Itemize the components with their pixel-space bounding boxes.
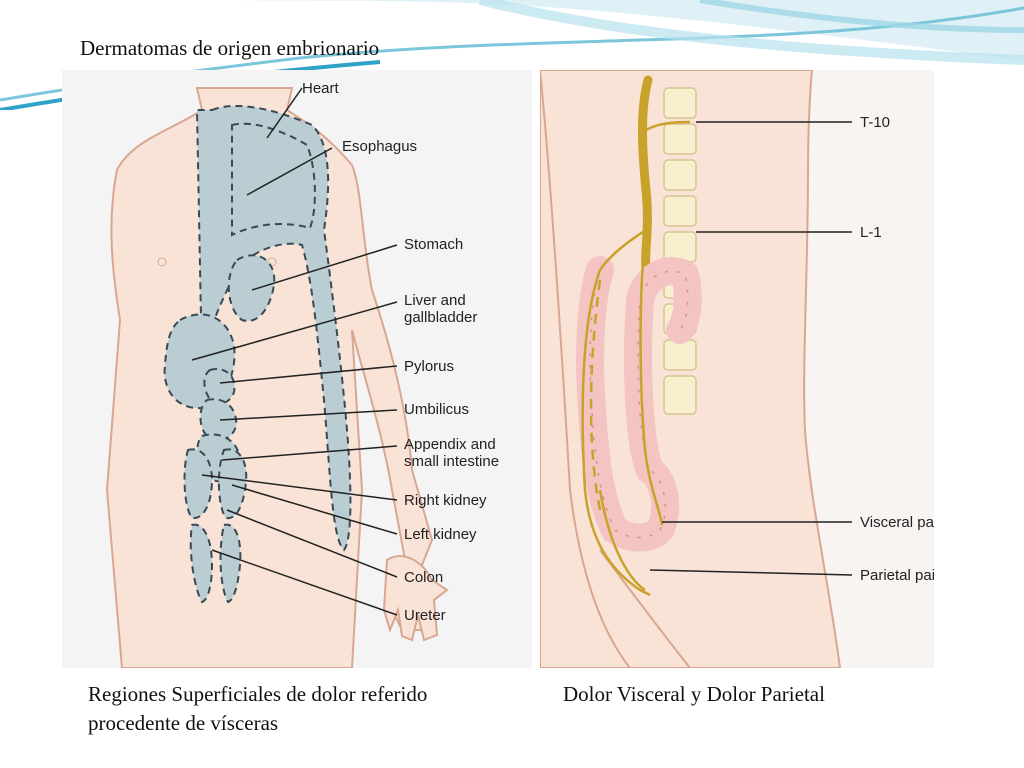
label-left-kidney: Left kidney [404, 526, 477, 543]
label-umbilicus: Umbilicus [404, 401, 470, 418]
vertebrae [663, 87, 697, 415]
label-liver-gallbladder: Liver and gallbladder [404, 292, 478, 326]
label-appendix-small-intestine: Appendix and small intestine [404, 436, 500, 470]
slide-title: Dermatomas de origen embrionario [80, 36, 380, 60]
label-stomach: Stomach [404, 236, 464, 253]
referred-pain-diagram: Heart Esophagus Stomach Liver and gallbl… [62, 70, 532, 668]
referred-regions [163, 104, 352, 604]
body-front-illustration [105, 87, 449, 668]
label-right-kidney: Right kidney [404, 492, 487, 509]
label-esophagus: Esophagus [342, 138, 418, 155]
label-parietal-pain: Parietal pain [860, 567, 934, 584]
visceral-parietal-diagram: T-10 L-1 Visceral pain Parietal pain [540, 70, 934, 668]
label-visceral-pain: Visceral pain [860, 514, 934, 531]
abdomen-side-illustration [540, 70, 853, 668]
label-heart: Heart [302, 80, 339, 97]
label-l1: L-1 [860, 224, 882, 241]
caption-visceral-parietal: Dolor Visceral y Dolor Parietal [563, 682, 825, 706]
label-ureter: Ureter [404, 607, 446, 624]
label-colon: Colon [404, 569, 444, 586]
label-t10: T-10 [860, 114, 891, 131]
label-pylorus: Pylorus [404, 358, 455, 375]
caption-referred-pain: Regiones Superficiales de dolor referido… [88, 682, 428, 735]
